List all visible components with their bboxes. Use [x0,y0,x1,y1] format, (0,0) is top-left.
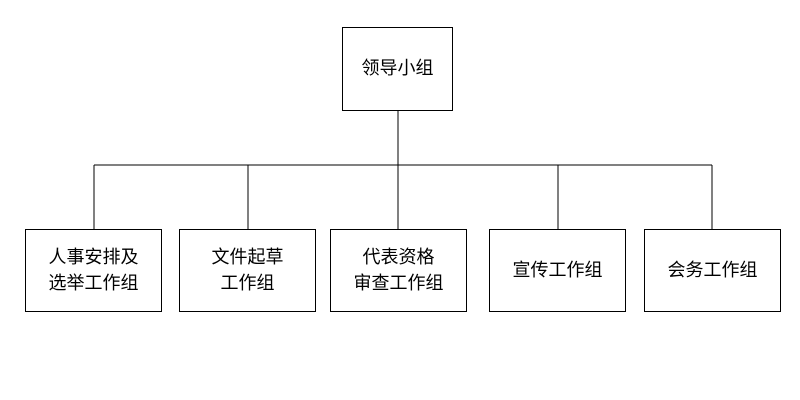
group-node-label-line2: 审查工作组 [353,272,444,294]
group-node-personnel-election: 人事安排及 选举工作组 [25,229,162,312]
root-node: 领导小组 [342,27,453,111]
group-node-publicity: 宣传工作组 [489,229,626,312]
group-node-label-line2: 选举工作组 [48,272,139,294]
group-node-document-drafting: 文件起草 工作组 [179,229,316,312]
group-node-credentials-review: 代表资格 审查工作组 [330,229,467,312]
group-node-label-line1: 人事安排及 [48,246,139,268]
group-node-label-line1: 宣传工作组 [512,259,603,281]
group-node-label-line1: 会务工作组 [667,259,758,281]
group-node-label-line1: 代表资格 [362,246,435,268]
group-node-label-line2: 工作组 [220,272,275,294]
group-node-conference-affairs: 会务工作组 [644,229,781,312]
group-node-label-line1: 文件起草 [211,246,284,268]
root-node-label: 领导小组 [361,58,434,79]
